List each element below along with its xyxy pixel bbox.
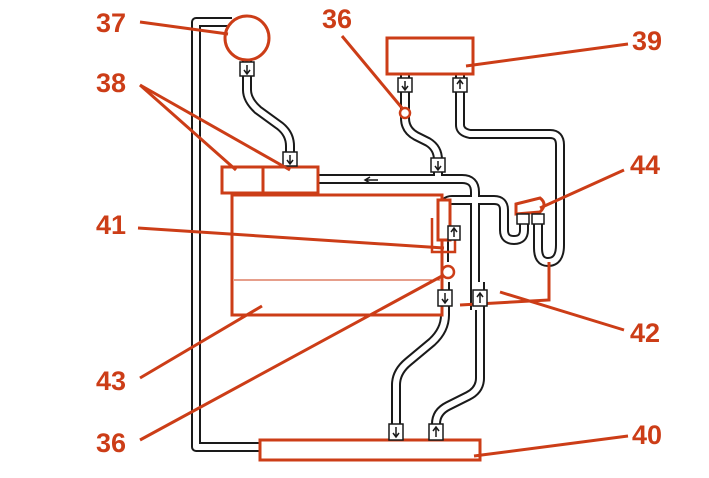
down-arrow-icon [388, 423, 404, 441]
callout-36-lower: 36 [96, 428, 126, 458]
bypass-fitting-right [531, 213, 545, 225]
heater-core [385, 36, 475, 76]
leader-41 [137, 226, 445, 250]
expansion-tank [223, 14, 271, 62]
leader-44 [539, 168, 625, 210]
callout-44: 44 [630, 150, 660, 180]
callout-39: 39 [632, 26, 662, 56]
up-arrow-icon [452, 77, 468, 93]
callout-43: 43 [96, 366, 126, 396]
leader-39 [465, 42, 629, 68]
control-valve [514, 196, 546, 216]
down-arrow-icon [397, 77, 413, 93]
temperature-sensor-lower [440, 264, 456, 280]
down-arrow-icon [282, 151, 298, 167]
sensor-box-right [261, 165, 320, 195]
leader-37 [139, 20, 229, 36]
leader-38-b [139, 83, 291, 172]
callout-42: 42 [630, 318, 660, 348]
down-arrow-icon [430, 157, 446, 173]
callout-40: 40 [632, 420, 662, 450]
bypass-fitting-left [516, 213, 530, 225]
up-arrow-icon [428, 423, 444, 441]
flow-arrow-layer [239, 61, 545, 441]
down-arrow-icon [239, 61, 255, 77]
leader-38-a [139, 83, 237, 172]
sensor-group [398, 106, 456, 280]
callout-36-upper: 36 [322, 4, 352, 34]
callout-41: 41 [96, 210, 126, 240]
callout-labels: 37 36 39 38 44 41 42 43 36 40 [96, 4, 662, 458]
leader-36-upper [340, 35, 404, 109]
callout-38: 38 [96, 68, 126, 98]
engine-block [230, 193, 444, 317]
pump-bracket [459, 262, 551, 307]
sensor-box-left [220, 165, 266, 195]
temperature-sensor-upper [398, 106, 412, 120]
leader-36-lower [139, 274, 443, 442]
leader-42 [499, 290, 625, 332]
up-arrow-icon [447, 225, 461, 241]
leader-lines [137, 20, 629, 458]
down-arrow-icon [437, 289, 453, 307]
leader-40 [473, 434, 629, 458]
callout-37: 37 [96, 8, 126, 38]
thermostat-housing [436, 198, 452, 242]
radiator [258, 438, 482, 462]
thermostat-bracket [430, 218, 457, 254]
left-arrow-icon [363, 176, 378, 184]
leader-43 [139, 304, 263, 380]
up-arrow-icon [472, 289, 488, 307]
